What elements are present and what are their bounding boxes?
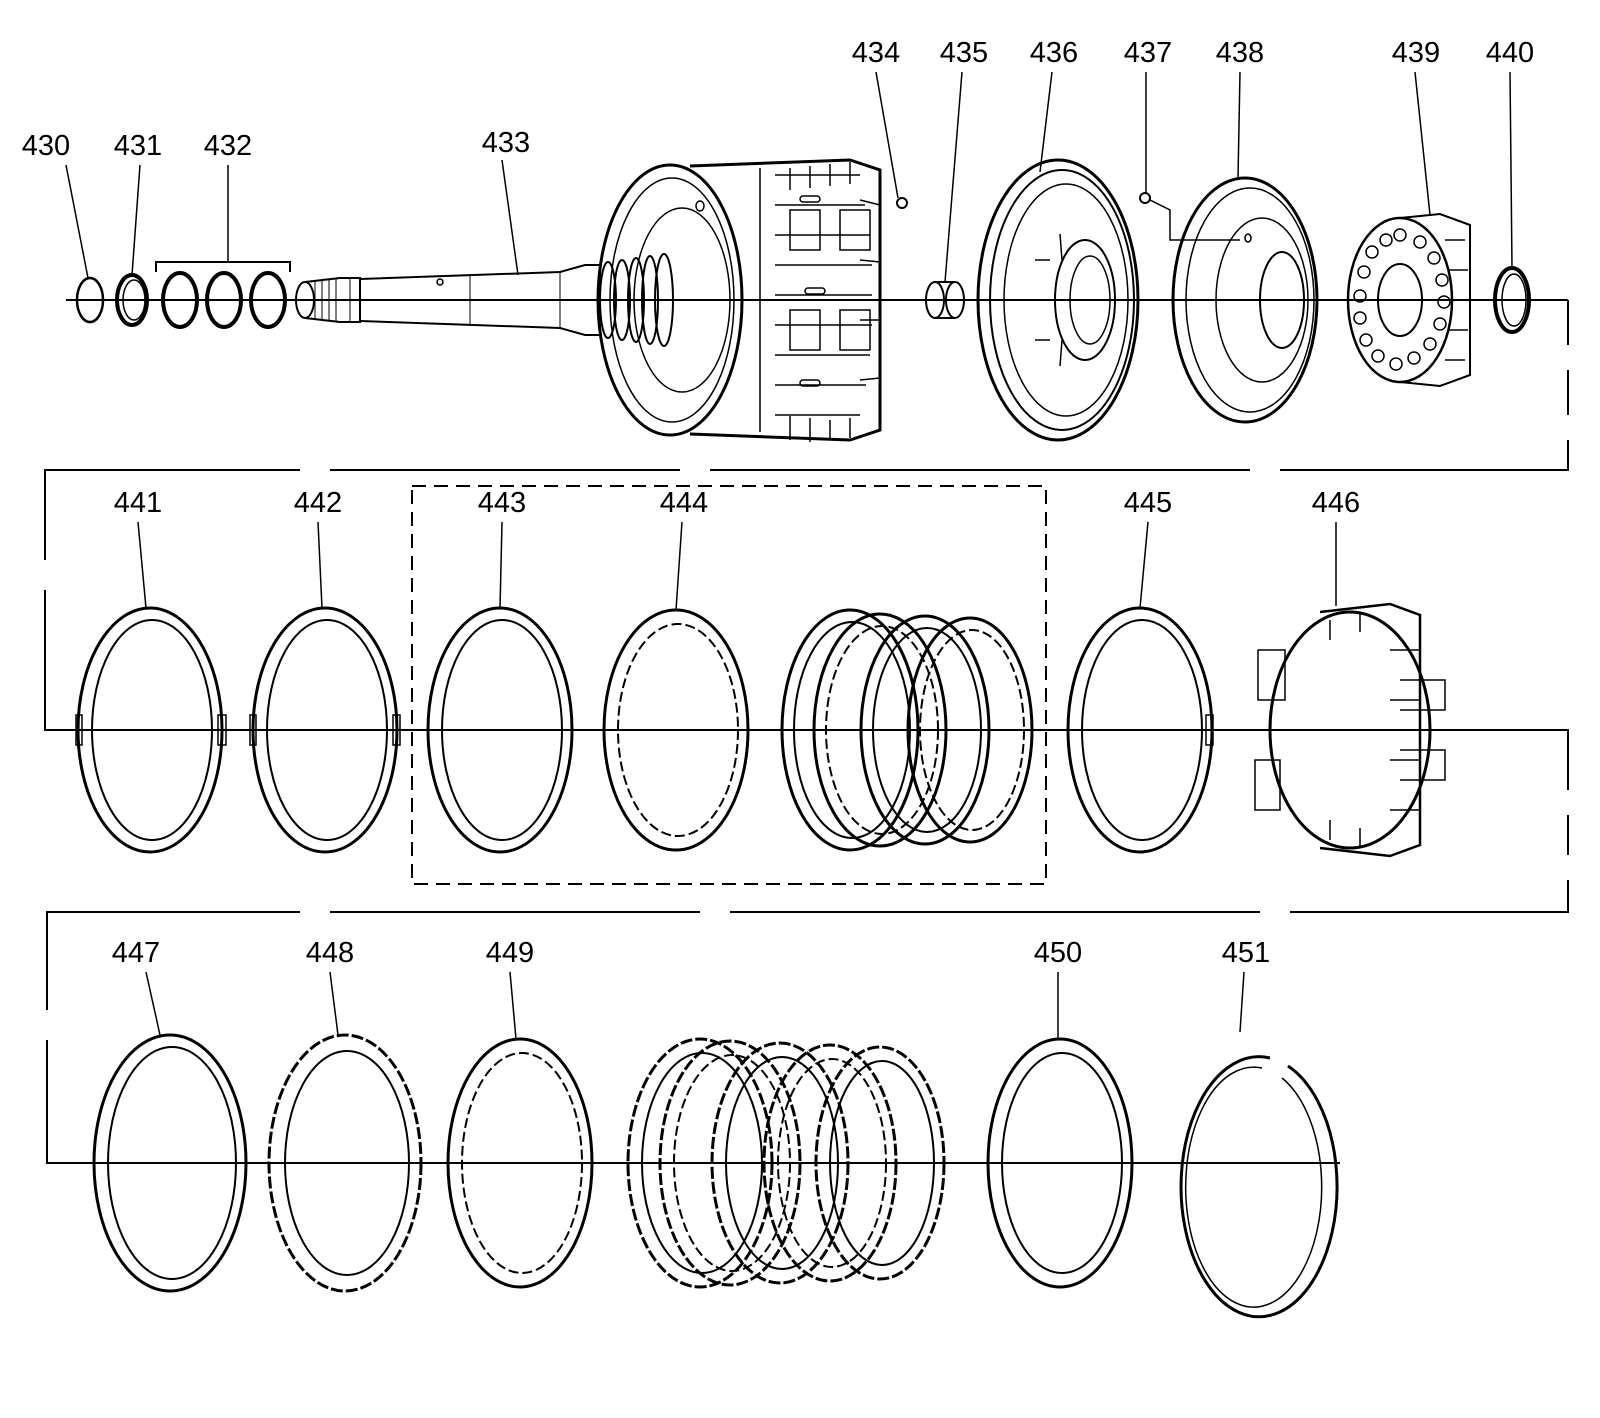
part-442-steel-plate [249, 606, 401, 854]
label-438: 438 [1216, 37, 1264, 69]
part-438-housing [1171, 176, 1319, 424]
part-433-input-shaft-drum [295, 158, 882, 442]
label-437: 437 [1124, 37, 1172, 69]
label-436: 436 [1030, 37, 1078, 69]
label-449: 449 [486, 937, 534, 969]
leader-lines [65, 71, 1513, 1040]
part-436-piston [976, 158, 1140, 442]
part-432-seal-rings [155, 261, 291, 329]
label-451: 451 [1222, 937, 1270, 969]
label-444: 444 [660, 487, 708, 519]
row2-axis-return [46, 729, 1569, 1164]
stacked-clutch-plates-2 [626, 1037, 946, 1289]
label-446: 446 [1312, 487, 1360, 519]
label-439: 439 [1392, 37, 1440, 69]
label-432: 432 [204, 130, 252, 162]
part-441-steel-plate [75, 606, 227, 854]
label-445: 445 [1124, 487, 1172, 519]
part-451-snap-ring [1179, 1055, 1339, 1319]
part-448-friction-plate [267, 1033, 423, 1293]
label-448: 448 [306, 937, 354, 969]
label-430: 430 [22, 130, 70, 162]
part-435-bushing [925, 281, 965, 319]
part-439-spring-assembly [1346, 212, 1471, 388]
part-447-steel-plate [92, 1033, 248, 1293]
label-443: 443 [478, 487, 526, 519]
label-440: 440 [1486, 37, 1534, 69]
clutch-pack-group-box [411, 485, 1047, 885]
part-446-clutch-hub [1254, 602, 1446, 858]
stacked-clutch-plates-1 [780, 608, 1034, 852]
part-437-check-ball [1139, 192, 1240, 241]
label-435: 435 [940, 37, 988, 69]
label-447: 447 [112, 937, 160, 969]
label-441: 441 [114, 487, 162, 519]
label-431: 431 [114, 130, 162, 162]
label-442: 442 [294, 487, 342, 519]
part-450-pressure-plate [986, 1037, 1134, 1289]
label-433: 433 [482, 127, 530, 159]
part-449-friction-plate [446, 1037, 594, 1289]
label-450: 450 [1034, 937, 1082, 969]
label-434: 434 [852, 37, 900, 69]
part-434-check-ball [896, 197, 908, 209]
part-430-snap-ring [75, 276, 105, 324]
